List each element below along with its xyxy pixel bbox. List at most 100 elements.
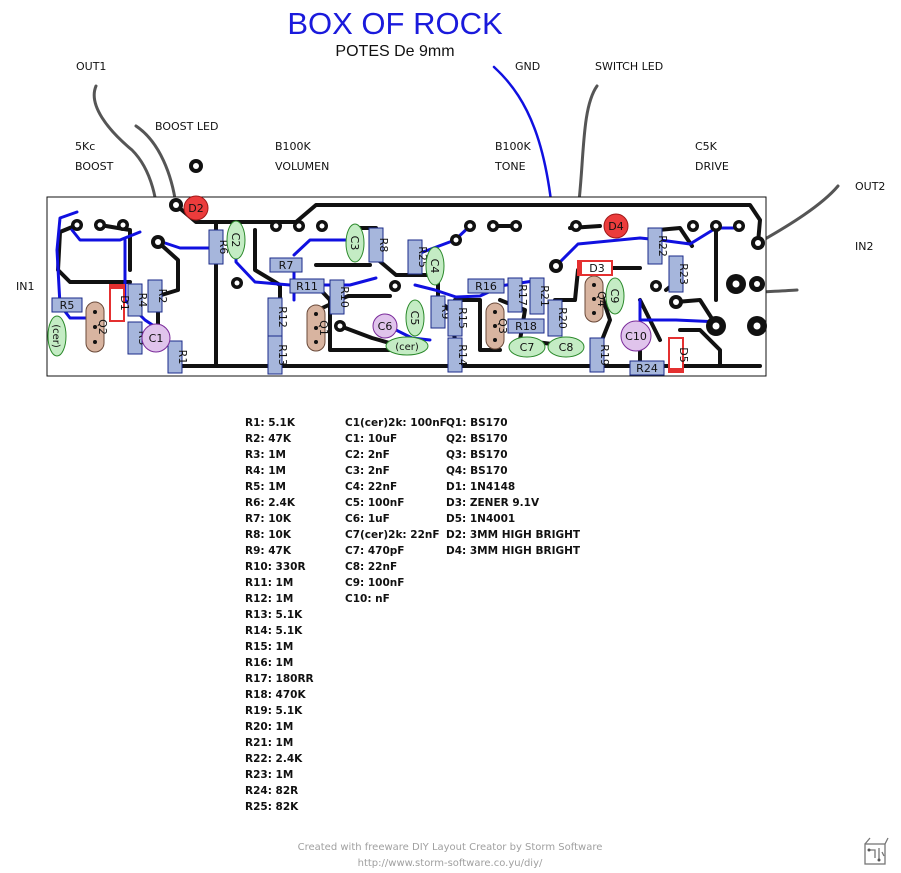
label-pot-volume-value: B100K xyxy=(275,140,311,153)
bom-entry: R21: 1M xyxy=(245,737,294,749)
label-pot-boost-value: 5Kc xyxy=(75,140,96,153)
capacitor-c7: C7 xyxy=(508,336,546,358)
label-pot-volume-name: VOLUMEN xyxy=(275,160,330,173)
resistor-r22: R22 xyxy=(647,227,669,265)
label-in1: IN1 xyxy=(16,280,35,293)
bom-entry: Q3: BS170 xyxy=(446,449,508,461)
label-pot-boost-name: BOOST xyxy=(75,160,114,173)
transistor-q2: Q2 xyxy=(85,301,109,353)
bom-entry: R3: 1M xyxy=(245,449,287,461)
bom-entry: D3: ZENER 9.1V xyxy=(446,497,540,509)
label-boost-led: BOOST LED xyxy=(155,120,219,133)
bom-entry: C9: 100nF xyxy=(345,577,405,589)
label-out1: OUT1 xyxy=(76,60,107,73)
bom-entry: C7(cer)2k: 22nF xyxy=(345,529,440,541)
capacitor-c3: C3 xyxy=(345,223,365,263)
svg-text:C5: C5 xyxy=(408,311,421,326)
svg-text:R10: R10 xyxy=(338,286,351,308)
wire-boost-led xyxy=(134,124,178,207)
bom-entry: R22: 2.4K xyxy=(245,753,303,765)
capacitor-c10: C10 xyxy=(620,320,652,352)
svg-text:(cer): (cer) xyxy=(50,324,61,348)
resistor-r8: R8 xyxy=(368,227,390,263)
svg-text:D1: D1 xyxy=(118,295,131,310)
capacitor-c6: C6 xyxy=(372,313,398,339)
bom-entry: Q4: BS170 xyxy=(446,465,508,477)
bom-entry: R19: 5.1K xyxy=(245,705,303,717)
resistor-r11: R11 xyxy=(289,278,325,294)
bom-entry: R11: 1M xyxy=(245,577,294,589)
svg-text:R21: R21 xyxy=(538,285,551,307)
bom-entry: C4: 22nF xyxy=(345,481,398,493)
resistors: R1 R2 R3 R4 R6 R8 R9 R10 R12 R13 R14 R15… xyxy=(51,227,690,376)
svg-text:R23: R23 xyxy=(677,263,690,285)
bom-entry: R20: 1M xyxy=(245,721,294,733)
bom-entry: R6: 2.4K xyxy=(245,497,295,509)
diode-d1: D1 xyxy=(109,284,131,322)
svg-text:R24: R24 xyxy=(636,362,658,375)
svg-text:R13: R13 xyxy=(276,344,289,366)
resistor-r23: R23 xyxy=(668,255,690,293)
page-subtitle: POTES De 9mm xyxy=(335,43,455,60)
bom-entry: C3: 2nF xyxy=(345,465,390,477)
bom-entry: R14: 5.1K xyxy=(245,625,303,637)
bom-entry: C1(cer)2k: 100nF xyxy=(345,417,447,429)
bom-entry: R8: 10K xyxy=(245,529,291,541)
svg-text:R1: R1 xyxy=(176,350,189,365)
bom-entry: C1: 10uF xyxy=(345,433,398,445)
bom-entry: D4: 3MM HIGH BRIGHT xyxy=(446,545,581,557)
capacitor-c9: C9 xyxy=(605,277,625,315)
bom-entry: R16: 1M xyxy=(245,657,294,669)
resistor-r17: R17 xyxy=(507,277,529,313)
resistor-r4: R4 xyxy=(127,283,149,317)
bom-entry: D5: 1N4001 xyxy=(446,513,516,525)
svg-text:R5: R5 xyxy=(60,299,75,312)
diode-d5: D5 xyxy=(668,337,690,373)
bom-entry: C7: 470pF xyxy=(345,545,405,557)
svg-text:D5: D5 xyxy=(677,347,690,362)
film-capacitors: C2 C3 C4 C5 C7 C8 C9 (cer) (cer) xyxy=(47,220,625,358)
bom-entry: R4: 1M xyxy=(245,465,287,477)
svg-text:C4: C4 xyxy=(428,259,441,274)
diode-d3: D3 xyxy=(577,260,613,276)
bom-entry: C6: 1uF xyxy=(345,513,390,525)
resistor-r10: R10 xyxy=(329,279,351,315)
bom-entry: R9: 47K xyxy=(245,545,291,557)
bom-entry: R13: 5.1K xyxy=(245,609,303,621)
svg-text:R11: R11 xyxy=(296,280,318,293)
diodes: D1 D3 D5 D2 D4 xyxy=(109,195,690,373)
svg-text:C9: C9 xyxy=(608,289,621,304)
svg-text:Q4: Q4 xyxy=(595,291,608,307)
bom-entry: R2: 47K xyxy=(245,433,291,445)
bom-entry: R10: 330R xyxy=(245,561,306,573)
resistor-r20: R20 xyxy=(547,299,569,337)
svg-text:R2: R2 xyxy=(156,289,169,304)
label-pot-drive-name: DRIVE xyxy=(695,160,729,173)
resistor-r6: R6 xyxy=(208,229,230,265)
svg-text:C10: C10 xyxy=(625,330,647,343)
resistor-r5: R5 xyxy=(51,297,83,313)
svg-text:D4: D4 xyxy=(608,220,623,233)
svg-text:C3: C3 xyxy=(348,236,361,251)
capacitor-cer1: (cer) xyxy=(47,315,67,357)
resistor-r19: R19 xyxy=(589,337,611,373)
capacitor-c1: C1 xyxy=(141,323,171,353)
footer-url[interactable]: http://www.storm-software.co.yu/diy/ xyxy=(357,858,543,869)
resistor-r16: R16 xyxy=(467,278,505,294)
svg-text:C2: C2 xyxy=(229,233,242,248)
svg-text:Q2: Q2 xyxy=(96,319,109,335)
capacitor-c8: C8 xyxy=(547,336,585,358)
bom-entry: R1: 5.1K xyxy=(245,417,295,429)
svg-text:R17: R17 xyxy=(516,284,529,306)
wire-out2 xyxy=(756,184,840,245)
bom-entry: R18: 470K xyxy=(245,689,306,701)
svg-text:C1: C1 xyxy=(149,332,164,345)
label-pot-tone-name: TONE xyxy=(495,160,526,173)
label-pot-drive-value: C5K xyxy=(695,140,717,153)
resistor-r24: R24 xyxy=(629,360,665,376)
bom-entry: D2: 3MM HIGH BRIGHT xyxy=(446,529,581,541)
bom-entry: R25: 82K xyxy=(245,801,299,813)
